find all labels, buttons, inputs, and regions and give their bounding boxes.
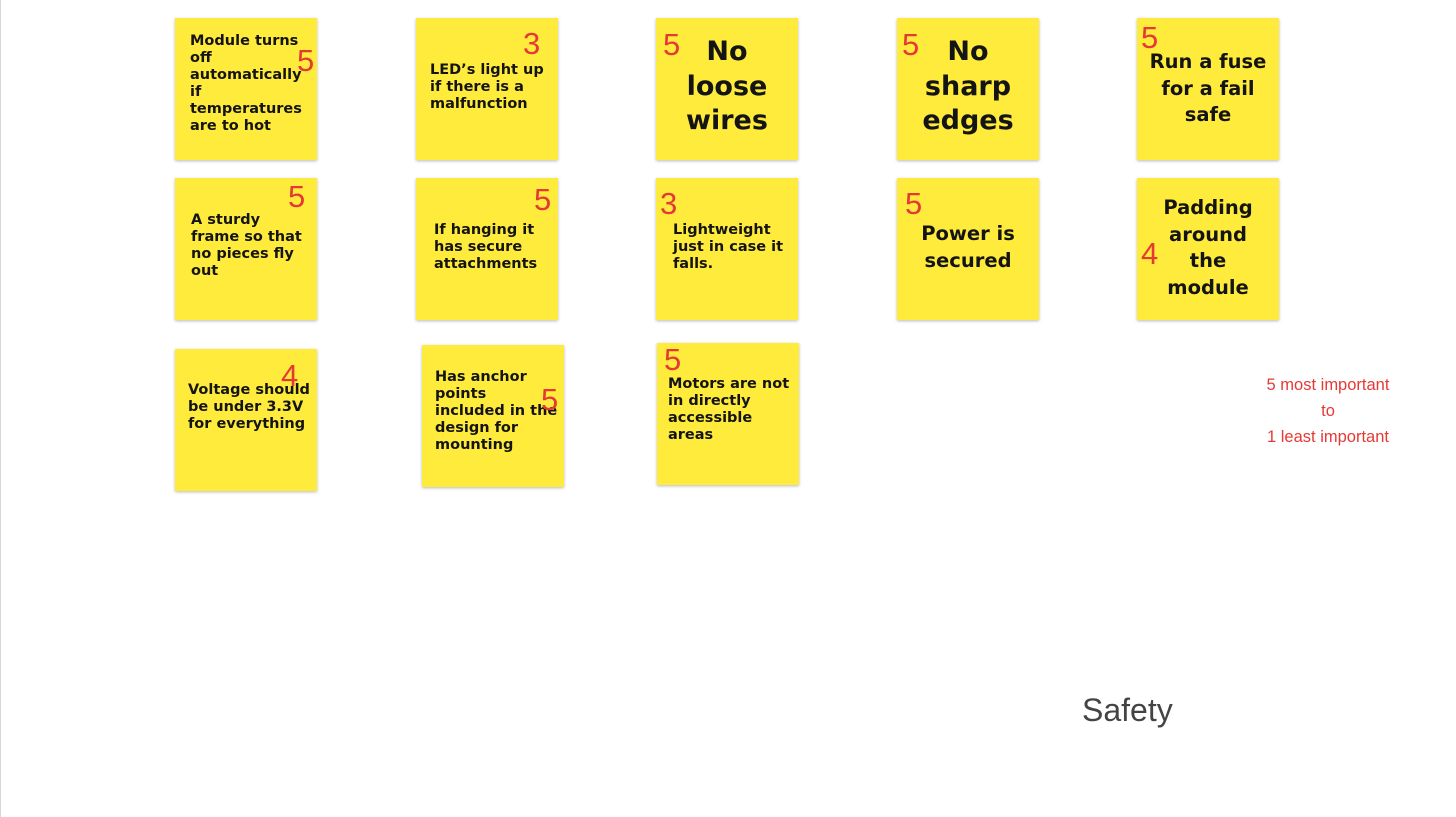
note-text: If hanging it has secure attachments bbox=[434, 222, 538, 272]
priority-score: 3 bbox=[660, 186, 678, 221]
note-text: No sharp edges bbox=[922, 36, 1014, 137]
priority-score: 5 bbox=[541, 382, 559, 417]
sticky-note-sturdy-frame[interactable]: A sturdy frame so that no pieces fly out… bbox=[175, 178, 317, 320]
note-text: LED’s light up if there is a malfunction bbox=[430, 62, 544, 112]
sticky-note-anchor-points[interactable]: Has anchor points included in the design… bbox=[422, 345, 564, 487]
note-text: Lightweight just in case it falls. bbox=[673, 222, 784, 272]
priority-score: 5 bbox=[905, 186, 923, 221]
canvas-left-border bbox=[0, 0, 1, 817]
sticky-note-secure-attachments[interactable]: If hanging it has secure attachments 5 bbox=[416, 178, 558, 320]
note-text: Has anchor points included in the design… bbox=[435, 369, 558, 453]
note-text: Module turns off automatically if temper… bbox=[190, 33, 302, 134]
board-title: Safety bbox=[1082, 692, 1173, 728]
priority-score: 5 bbox=[902, 27, 920, 62]
priority-score: 5 bbox=[664, 342, 682, 377]
priority-score: 5 bbox=[663, 27, 681, 62]
note-text: Voltage should be under 3.3V for everyth… bbox=[188, 382, 310, 432]
sticky-note-voltage-limit[interactable]: Voltage should be under 3.3V for everyth… bbox=[175, 349, 317, 491]
note-text: No loose wires bbox=[686, 36, 768, 137]
sticky-note-power-secured[interactable]: Power is secured 5 bbox=[897, 178, 1039, 320]
priority-scale-legend: 5 most important to 1 least important bbox=[1240, 372, 1416, 450]
note-text: Power is secured bbox=[921, 222, 1015, 272]
priority-score: 3 bbox=[523, 26, 541, 61]
legend-line-least: 1 least important bbox=[1267, 428, 1389, 446]
sticky-note-motors-access[interactable]: Motors are not in directly accessible ar… bbox=[657, 343, 799, 485]
sticky-note-lightweight[interactable]: Lightweight just in case it falls. 3 bbox=[656, 178, 798, 320]
sticky-note-no-loose-wires[interactable]: No loose wires 5 bbox=[656, 18, 798, 160]
note-text: A sturdy frame so that no pieces fly out bbox=[191, 212, 302, 279]
sticky-note-temperature-shutoff[interactable]: Module turns off automatically if temper… bbox=[175, 18, 317, 160]
note-text: Run a fuse for a fail safe bbox=[1149, 50, 1267, 127]
priority-score: 5 bbox=[288, 179, 306, 214]
priority-score: 4 bbox=[1141, 236, 1159, 271]
sticky-note-no-sharp-edges[interactable]: No sharp edges 5 bbox=[897, 18, 1039, 160]
sticky-note-padding-module[interactable]: Padding around the module 4 bbox=[1137, 178, 1279, 320]
priority-score: 5 bbox=[534, 182, 552, 217]
priority-score: 5 bbox=[1141, 20, 1159, 55]
priority-score: 5 bbox=[297, 43, 315, 78]
legend-line-to: to bbox=[1321, 402, 1335, 420]
legend-line-most: 5 most important bbox=[1266, 376, 1390, 394]
priority-score: 4 bbox=[281, 358, 299, 393]
note-text: Padding around the module bbox=[1163, 196, 1253, 299]
sticky-note-fuse-fail-safe[interactable]: Run a fuse for a fail safe 5 bbox=[1137, 18, 1279, 160]
sticky-note-led-malfunction[interactable]: LED’s light up if there is a malfunction… bbox=[416, 18, 558, 160]
note-text: Motors are not in directly accessible ar… bbox=[668, 376, 790, 443]
